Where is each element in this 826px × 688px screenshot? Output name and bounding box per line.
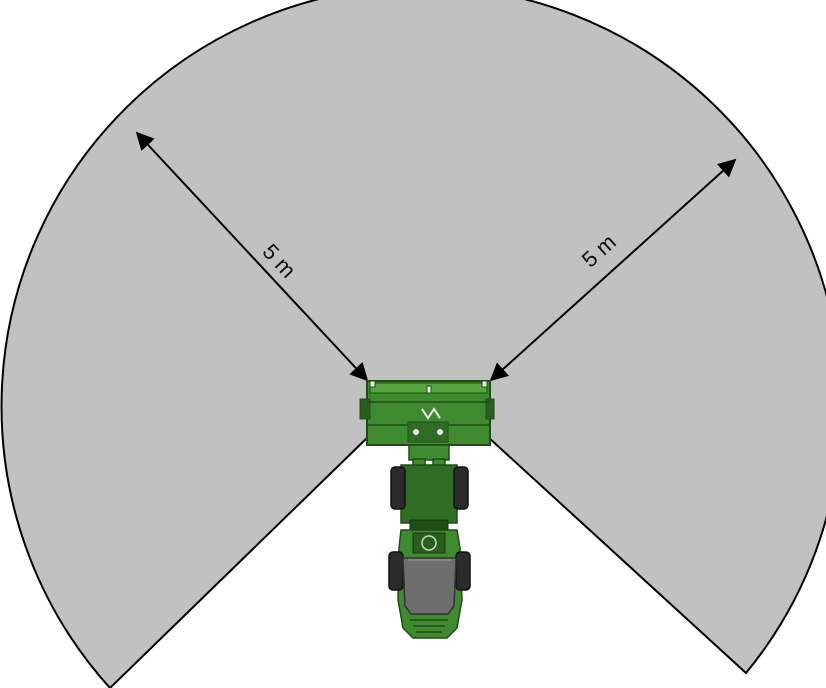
bucket [359,380,495,446]
steering-wheel-icon [421,535,437,551]
dimension-arrow-left [135,131,369,382]
front-frame [400,464,458,524]
rear-grille [410,619,448,633]
operator-seat [412,532,446,554]
wheel-loader [359,380,495,639]
front-left-tire [390,466,406,510]
front-right-tire [453,466,469,510]
rear-left-tire [388,551,404,591]
dimension-arrow-right [489,158,737,382]
rear-right-tire [455,551,471,591]
engine-hood [402,557,457,615]
